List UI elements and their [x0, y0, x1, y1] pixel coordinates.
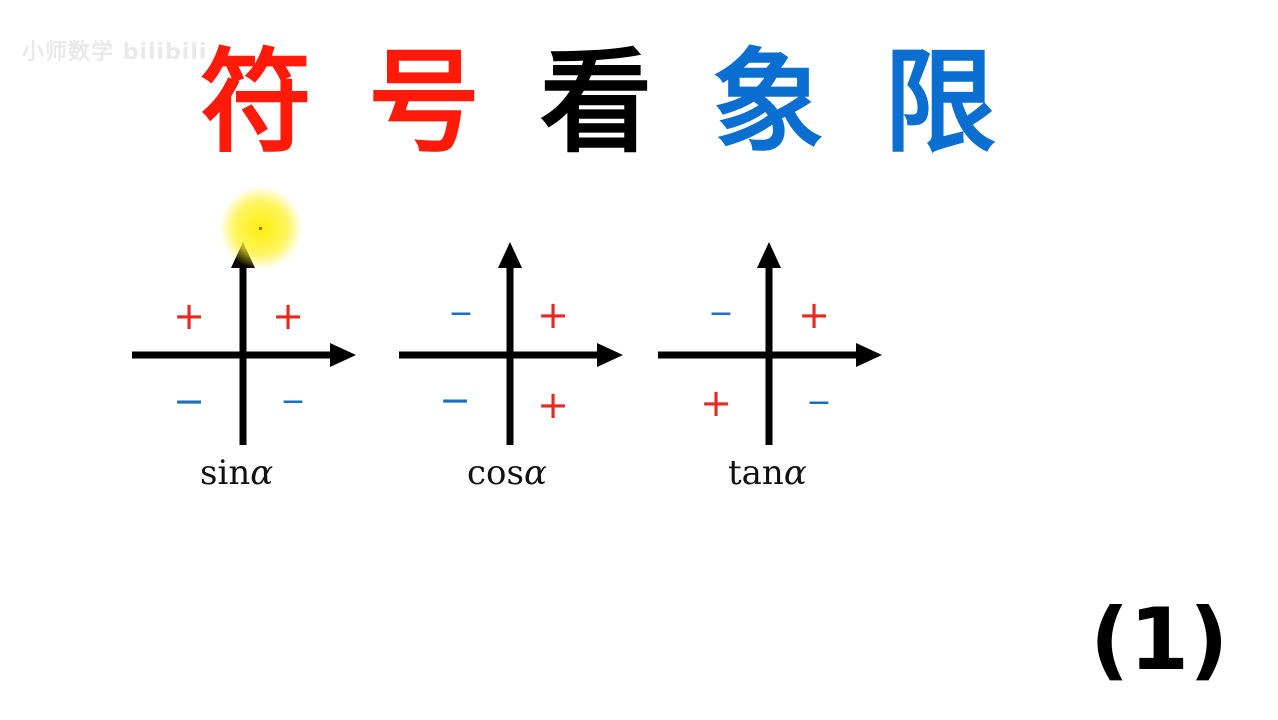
watermark: 小师数学 bilibili	[22, 40, 208, 65]
quadrant-3-sign: −	[439, 378, 471, 422]
part-number: (1)	[1090, 590, 1229, 690]
function-label: cosα	[467, 453, 547, 493]
quadrant-1-sign: +	[272, 294, 304, 338]
function-label: sinα	[200, 453, 274, 493]
quadrant-1-sign: +	[798, 293, 830, 337]
title-char-3: 看	[540, 38, 652, 168]
quadrant-1-sign: +	[537, 293, 569, 337]
axes-icon	[658, 242, 882, 445]
quadrant-2-sign: +	[173, 294, 205, 338]
sin-quadrant-diagram: + + − − sinα	[130, 240, 360, 500]
quadrant-3-sign: −	[173, 379, 205, 423]
quadrant-2-sign: −	[448, 296, 474, 331]
quadrant-2-sign: −	[708, 296, 734, 331]
quadrant-4-sign: −	[280, 384, 306, 419]
title-char-5: 限	[884, 38, 996, 168]
cos-quadrant-diagram: − + − + cosα	[397, 240, 627, 500]
quadrant-3-sign: +	[700, 381, 732, 425]
axes-icon	[399, 242, 623, 445]
title-char-1: 符	[200, 38, 312, 168]
axes-icon	[132, 242, 356, 445]
page-title: 符 号 看 象 限	[0, 38, 1278, 168]
tan-quadrant-diagram: − + + − tanα	[656, 240, 886, 500]
quadrant-4-sign: −	[806, 385, 832, 420]
function-label: tanα	[728, 453, 807, 493]
title-char-2: 号	[368, 38, 480, 168]
quadrant-4-sign: +	[537, 383, 569, 427]
title-char-4: 象	[712, 38, 824, 168]
cursor-pointer-icon	[259, 227, 262, 230]
